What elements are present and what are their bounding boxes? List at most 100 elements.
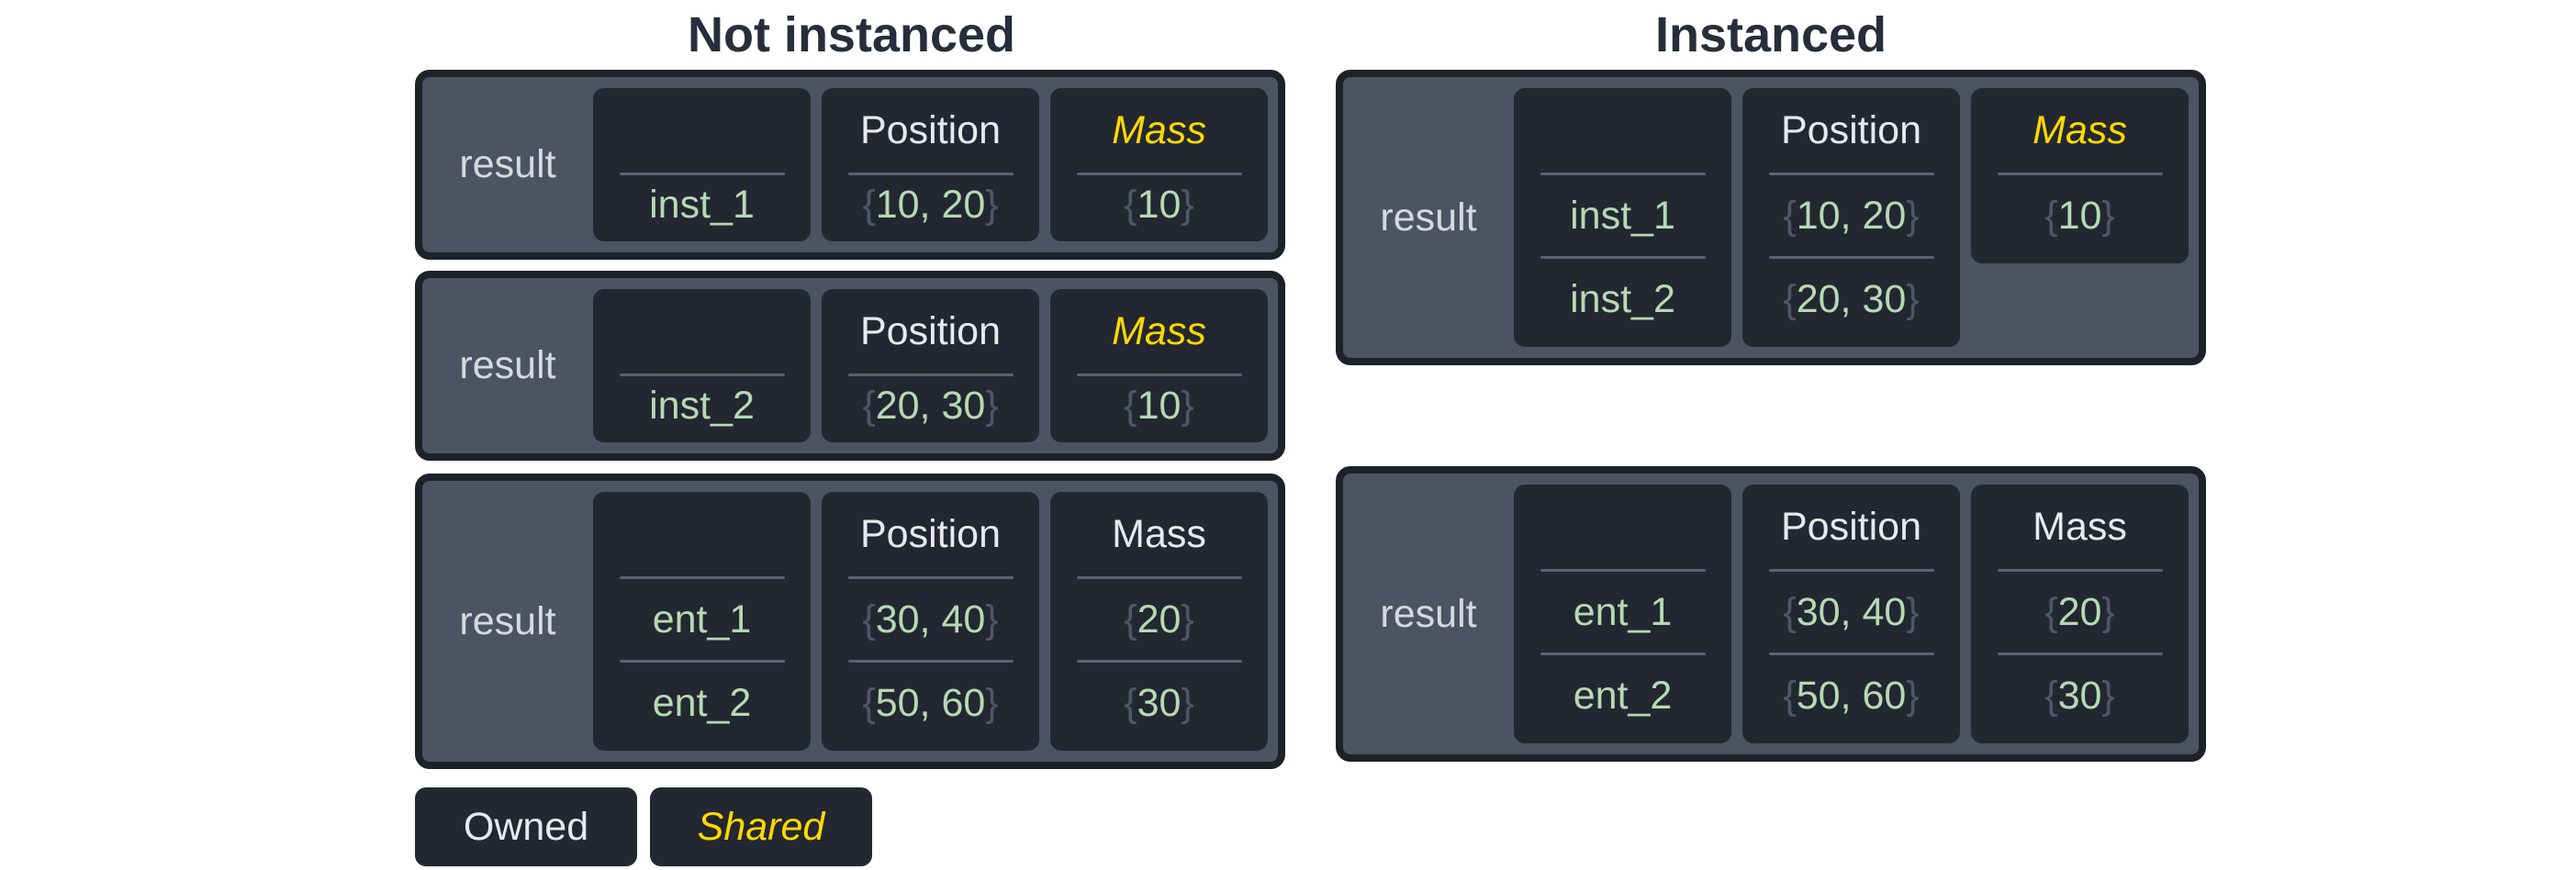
brace-open: { <box>1124 383 1137 428</box>
column-entity: inst_1 <box>593 88 811 241</box>
mass-value: {20} <box>1050 579 1268 660</box>
entity-value: inst_2 <box>649 383 755 428</box>
brace-open: { <box>1783 276 1797 321</box>
entity-header <box>1514 88 1731 173</box>
position-value: {20, 30} <box>822 376 1039 435</box>
brace-open: { <box>1124 680 1137 725</box>
brace-open: { <box>2044 589 2058 634</box>
row-divider <box>1076 576 1242 579</box>
result-label: result <box>1380 195 1477 240</box>
brace-close: } <box>2101 589 2115 634</box>
brace-close: } <box>2101 673 2115 718</box>
entity-header <box>1514 485 1731 569</box>
entity-value: inst_2 <box>1570 276 1675 321</box>
mass-number: 10 <box>1137 182 1182 227</box>
position-header: Position <box>860 511 1001 556</box>
position-header: Position <box>860 107 1001 152</box>
position-value: {30, 40} <box>822 579 1039 660</box>
mass-value: {30} <box>1971 655 2189 736</box>
row-divider <box>619 576 785 579</box>
column-position: Position {10, 20} <box>822 88 1039 241</box>
position-number: 20, 30 <box>1796 276 1907 321</box>
row-divider <box>619 660 785 663</box>
brace-open: { <box>862 597 876 641</box>
section-title-instanced: Instanced <box>1654 7 1887 62</box>
legend-chip-shared: Shared <box>650 787 872 866</box>
column-mass: Mass {20}{30} <box>1050 492 1268 751</box>
column-position: Position{20, 30} <box>822 289 1039 442</box>
position-number: 30, 40 <box>1796 589 1907 634</box>
mass-value: {20} <box>1971 572 2189 652</box>
result-label: result <box>459 343 556 387</box>
position-value: {10, 20} <box>822 175 1039 234</box>
brace-open: { <box>862 383 876 428</box>
position-number: 50, 60 <box>875 680 986 725</box>
row-divider <box>847 576 1014 579</box>
column-entity: inst_2 <box>593 289 811 442</box>
entity-header <box>593 88 811 173</box>
row-divider <box>1540 569 1706 572</box>
legend-chip-shared-label: Shared <box>697 804 825 849</box>
brace-close: } <box>1906 589 1920 634</box>
row-divider <box>847 374 1014 376</box>
row-divider <box>1076 660 1242 663</box>
row-divider <box>1768 256 1934 259</box>
section-title-not-instanced: Not instanced <box>687 7 1016 62</box>
row-divider <box>619 374 785 376</box>
column-position: Position{30, 40}{50, 60} <box>1742 485 1960 743</box>
brace-close: } <box>1906 193 1920 238</box>
legend-chip-owned-label: Owned <box>463 804 589 849</box>
mass-value: {10} <box>1050 175 1268 234</box>
row-divider <box>1076 374 1242 376</box>
position-number: 30, 40 <box>875 597 986 641</box>
brace-open: { <box>1783 673 1797 718</box>
row-divider <box>1768 173 1934 175</box>
mass-header: Mass <box>1112 511 1206 556</box>
entity-value: ent_2 <box>652 680 752 725</box>
column-mass: Mass{20}{30} <box>1971 485 2189 743</box>
position-value: {50, 60} <box>822 663 1039 743</box>
position-value: {20, 30} <box>1742 259 1960 340</box>
mass-header: Mass <box>1112 107 1206 152</box>
entity-header <box>593 492 811 576</box>
legend: Owned Shared <box>415 787 1288 866</box>
mass-number: 10 <box>2057 193 2102 238</box>
row-divider <box>1540 173 1706 175</box>
columns: inst_1 Position {10, 20} Mass {10} <box>593 88 1268 241</box>
mass-number: 20 <box>2057 589 2102 634</box>
brace-open: { <box>862 680 876 725</box>
position-value: {10, 20} <box>1742 175 1960 256</box>
position-header: Position <box>1781 107 1921 152</box>
entity-value: ent_1 <box>652 597 752 641</box>
brace-open: { <box>1783 193 1797 238</box>
column-mass: Mass{10} <box>1971 88 2189 263</box>
brace-open: { <box>1124 182 1137 227</box>
brace-close: } <box>2101 193 2115 238</box>
row-divider <box>1768 569 1934 572</box>
mass-header: Mass <box>1112 308 1206 353</box>
brace-open: { <box>1124 597 1137 641</box>
row-divider <box>1076 173 1242 175</box>
brace-open: { <box>862 182 876 227</box>
result-label: result <box>459 598 556 643</box>
mass-header: Mass <box>2033 107 2127 152</box>
entity-value: inst_1 <box>649 182 755 227</box>
mass-value: {30} <box>1050 663 1268 743</box>
position-number: 20, 30 <box>875 383 986 428</box>
brace-close: } <box>1181 680 1194 725</box>
mass-number: 10 <box>1137 383 1182 428</box>
result-label: result <box>1380 591 1477 636</box>
row-divider <box>1540 256 1706 259</box>
row-divider <box>619 173 785 175</box>
mass-number: 20 <box>1137 597 1182 641</box>
column-entity: ent_1 ent_2 <box>593 492 811 751</box>
position-value: {50, 60} <box>1742 655 1960 736</box>
